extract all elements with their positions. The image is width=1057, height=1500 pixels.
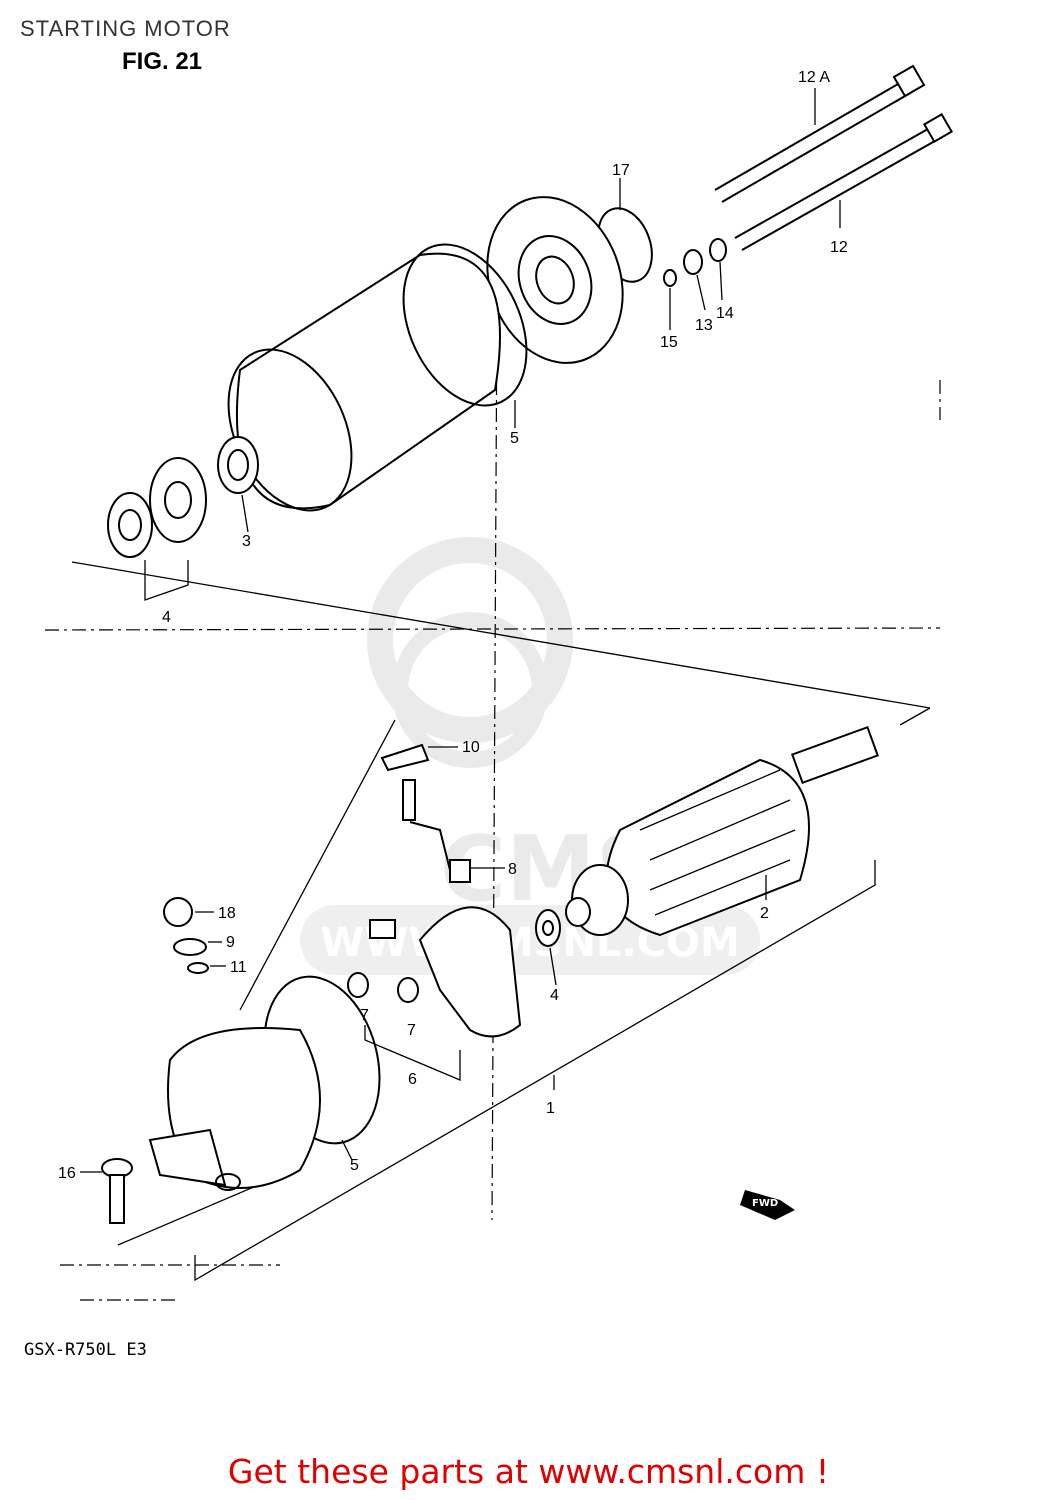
rear-end-cover	[148, 1027, 321, 1191]
callout-14: 14	[716, 305, 734, 322]
callout-13: 13	[695, 317, 713, 334]
figure-label: FIG. 21	[122, 48, 203, 75]
bracket-4	[144, 560, 189, 601]
fwd-direction-badge: FWD	[740, 1190, 795, 1220]
assembly-line-top	[71, 561, 931, 709]
callout-8: 8	[508, 861, 517, 878]
parts-banner-link[interactable]: Get these parts at www.cmsnl.com !	[227, 1452, 830, 1491]
callout-12a: 12 A	[798, 69, 830, 86]
nut-18	[163, 897, 193, 927]
callout-11: 11	[230, 959, 247, 976]
model-code: GSX-R750L E3	[24, 1340, 147, 1360]
armature-2	[565, 725, 879, 937]
washer-9	[173, 938, 207, 956]
callout-6: 6	[408, 1071, 417, 1088]
callout-5-top: 5	[510, 430, 519, 447]
assembly-bracket-1	[194, 860, 876, 1282]
through-bolt-12a	[714, 64, 926, 203]
callout-2: 2	[760, 905, 769, 922]
callout-10: 10	[462, 739, 480, 756]
brush-plate-10	[380, 743, 430, 772]
washer-15	[663, 269, 677, 287]
through-bolt-12	[734, 112, 954, 251]
bearing-7a	[347, 972, 369, 998]
callout-16: 16	[58, 1165, 76, 1182]
assembly-line-left	[239, 719, 396, 1011]
center-axis-line	[491, 299, 498, 1221]
callout-12: 12	[830, 239, 848, 256]
washer-11	[187, 962, 209, 974]
callout-4-top: 4	[162, 609, 171, 626]
callout-7a: 7	[360, 1007, 369, 1024]
page-title: STARTING MOTOR	[20, 16, 231, 41]
brush-holder-plate	[369, 906, 522, 1038]
bolt-guide-line	[117, 1179, 271, 1246]
brush-8	[449, 859, 471, 883]
front-end-cover	[486, 196, 624, 364]
fwd-label: FWD	[752, 1198, 778, 1209]
washer-14	[709, 238, 727, 262]
callout-9: 9	[226, 934, 235, 951]
callout-3: 3	[242, 533, 251, 550]
callout-5-bottom: 5	[350, 1157, 359, 1174]
washer-set-4	[149, 457, 207, 543]
washer-13	[683, 249, 703, 275]
bearing-7b	[397, 977, 419, 1003]
callout-17: 17	[612, 162, 630, 179]
callout-leaders	[80, 88, 841, 1173]
oil-seal-3	[217, 436, 259, 494]
callout-1: 1	[546, 1100, 555, 1117]
assembly-line-right	[899, 707, 931, 726]
callout-7b: 7	[407, 1022, 416, 1039]
screw-16	[101, 1158, 133, 1224]
callout-15: 15	[660, 334, 678, 351]
callout-18: 18	[218, 905, 236, 922]
callout-4-mid: 4	[550, 987, 559, 1004]
washer-4-mid	[535, 909, 561, 947]
bracket-6	[364, 1025, 461, 1081]
brush-spring	[402, 779, 416, 821]
